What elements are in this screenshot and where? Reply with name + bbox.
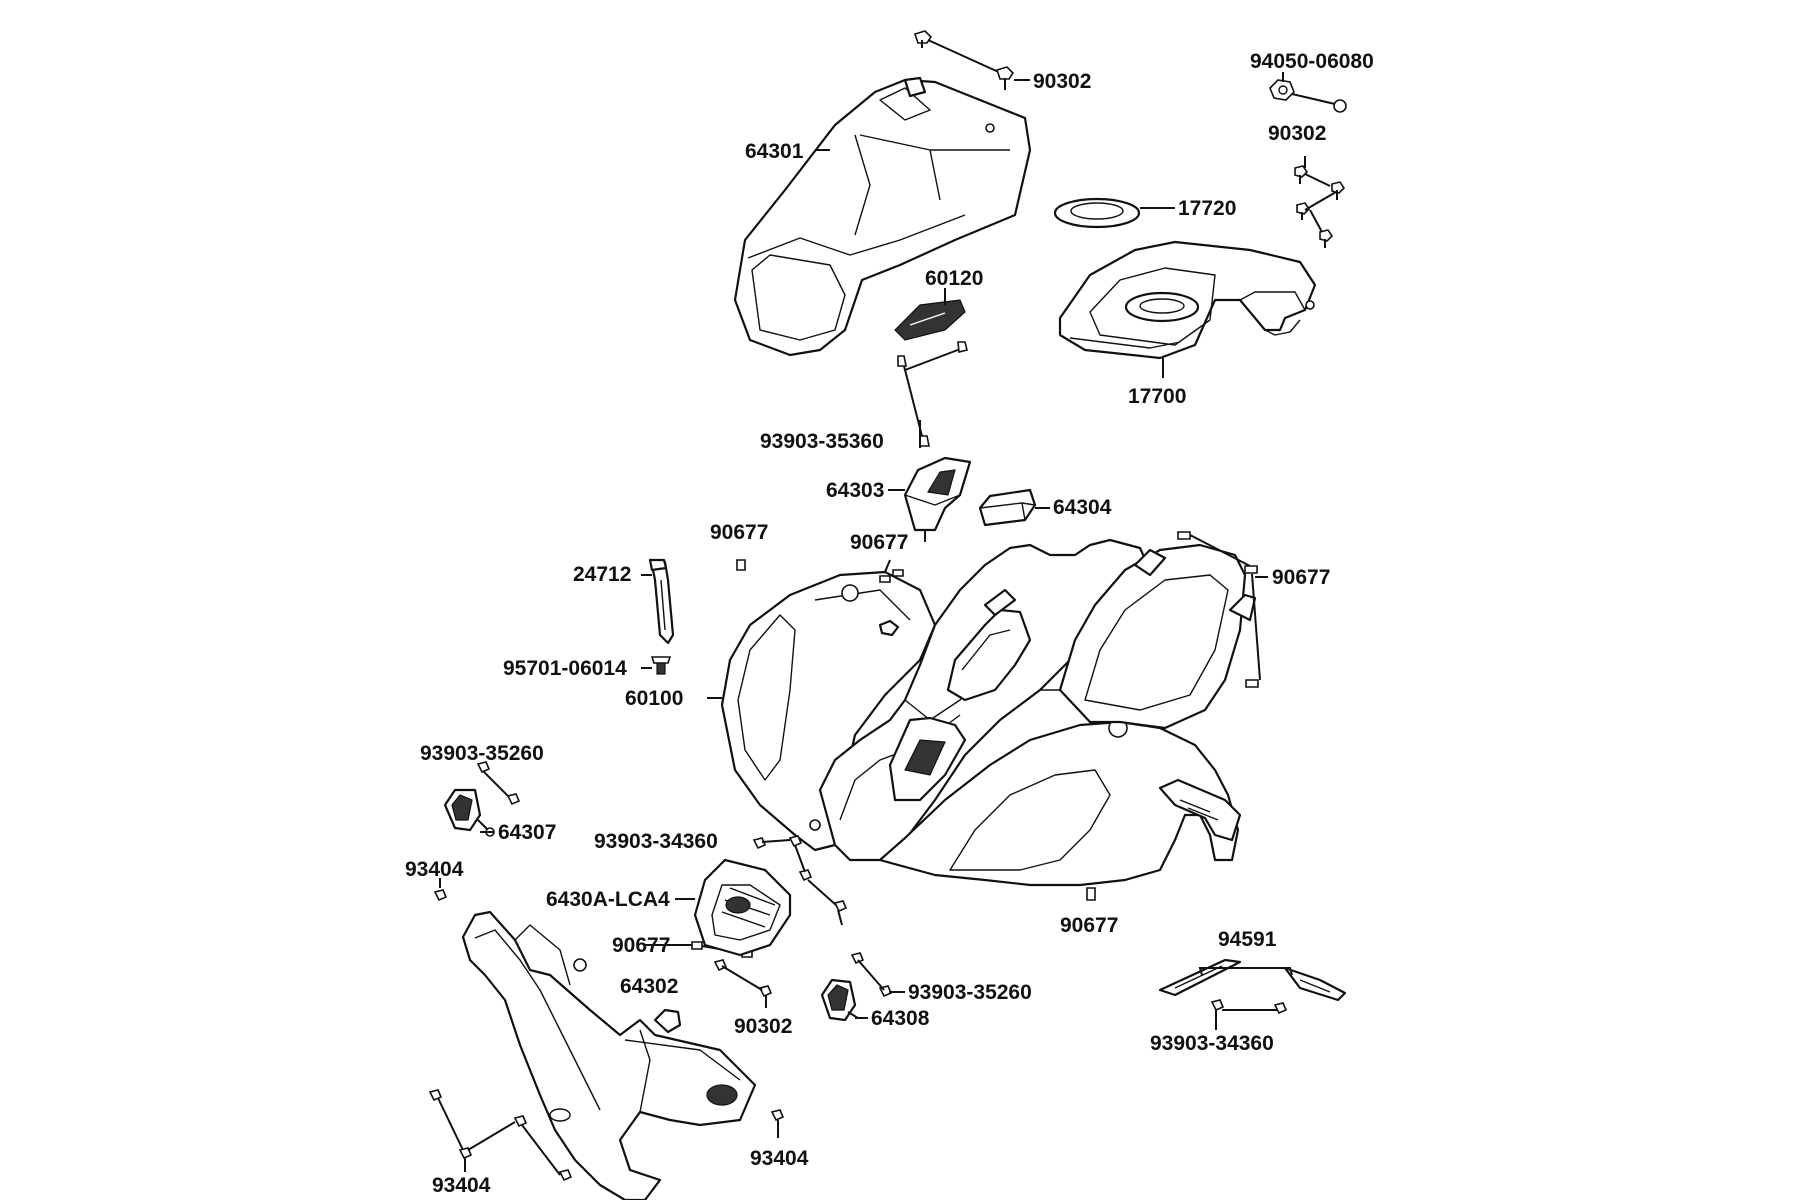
label-64304: 64304 bbox=[1053, 496, 1112, 519]
nut-94050-06080 bbox=[1269, 72, 1347, 113]
label-90677-d: 90677 bbox=[1060, 914, 1118, 937]
label-64308: 64308 bbox=[871, 1007, 930, 1030]
label-90677-e: 90677 bbox=[612, 934, 670, 957]
label-64307: 64307 bbox=[498, 821, 556, 844]
cover-64303 bbox=[903, 456, 972, 542]
label-94591: 94591 bbox=[1218, 928, 1277, 951]
clips-90677 bbox=[691, 531, 1261, 958]
label-90302-bottom: 90302 bbox=[734, 1015, 792, 1038]
bolt-95701-06014 bbox=[650, 656, 672, 675]
label-90302-top: 90302 bbox=[1033, 70, 1091, 93]
label-95701-06014: 95701-06014 bbox=[503, 657, 627, 680]
label-64302: 64302 bbox=[620, 975, 678, 998]
rear-top-cover-17700 bbox=[1058, 240, 1317, 360]
label-93903-35360: 93903-35360 bbox=[760, 430, 884, 453]
label-17700: 17700 bbox=[1128, 385, 1186, 408]
screws-93404-bottom bbox=[428, 1089, 573, 1182]
label-90302-right: 90302 bbox=[1268, 122, 1326, 145]
screw-93404-left bbox=[433, 878, 448, 902]
front-top-cover-64301 bbox=[733, 76, 1032, 357]
light-64308 bbox=[820, 978, 859, 1022]
label-90677-b: 90677 bbox=[850, 531, 908, 554]
label-93903-35260-left: 93903-35260 bbox=[420, 742, 544, 765]
pad-60120 bbox=[894, 288, 966, 341]
screw-93903-35260-left bbox=[476, 761, 521, 806]
screws-93903-34360-mid bbox=[752, 835, 848, 926]
light-64307 bbox=[443, 788, 495, 837]
label-93903-34360-mid: 93903-34360 bbox=[594, 830, 718, 853]
screws-93903-34360-right bbox=[1210, 999, 1288, 1030]
label-93404-mid: 93404 bbox=[750, 1147, 809, 1170]
leader-lines bbox=[480, 149, 1268, 1019]
label-60120: 60120 bbox=[925, 267, 983, 290]
front-bumper-64302 bbox=[461, 910, 757, 1200]
screw-93903-35260-right bbox=[850, 952, 893, 998]
label-93404-bottom: 93404 bbox=[432, 1174, 491, 1197]
label-64303: 64303 bbox=[826, 479, 884, 502]
label-17720: 17720 bbox=[1178, 197, 1236, 220]
screw-93404-mid bbox=[770, 1109, 785, 1138]
label-93903-34360-right: 93903-34360 bbox=[1150, 1032, 1274, 1055]
label-60100: 60100 bbox=[625, 687, 683, 710]
label-94050-06080: 94050-06080 bbox=[1250, 50, 1374, 73]
main-body-60100 bbox=[720, 538, 1257, 887]
label-6430A-LCA4: 6430A-LCA4 bbox=[546, 888, 670, 911]
screw-90302-top bbox=[913, 30, 1030, 90]
label-24712: 24712 bbox=[573, 563, 631, 586]
cover-64304 bbox=[978, 488, 1037, 527]
screws-90302-right bbox=[1294, 156, 1346, 248]
filler-ring-17720 bbox=[1053, 197, 1141, 229]
screw-90302-bottom bbox=[713, 959, 773, 1008]
label-93404-left: 93404 bbox=[405, 858, 464, 881]
screw-93903-35360 bbox=[897, 341, 968, 448]
straps-94591 bbox=[1158, 958, 1347, 1002]
label-93903-35260-right: 93903-35260 bbox=[908, 981, 1032, 1004]
grille-6430A-LCA4 bbox=[693, 858, 792, 957]
label-90677-c: 90677 bbox=[1272, 566, 1330, 589]
bracket-24712 bbox=[648, 558, 675, 645]
label-90677-a: 90677 bbox=[710, 521, 768, 544]
label-64301: 64301 bbox=[745, 140, 804, 163]
part-labels: 64301 90302 94050-06080 90302 17720 6012… bbox=[405, 50, 1374, 1197]
